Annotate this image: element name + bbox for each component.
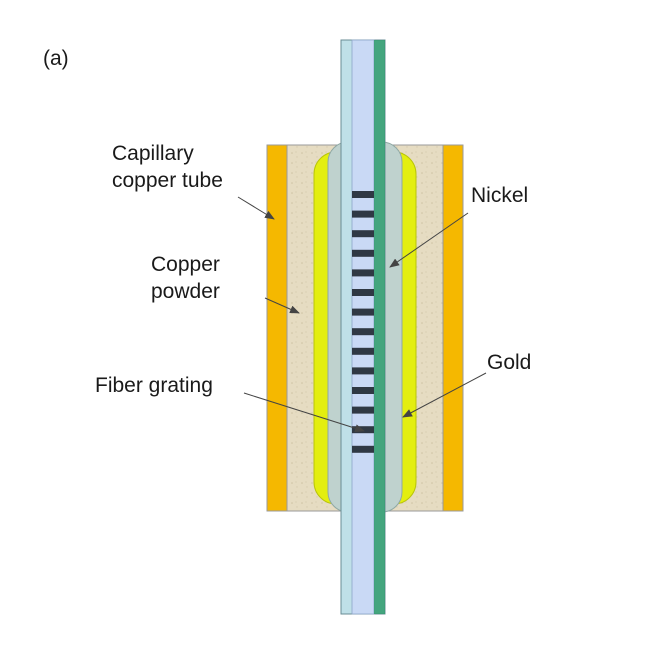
grating-mark xyxy=(352,406,374,414)
grating-mark xyxy=(352,249,374,257)
panel-label: (a) xyxy=(43,47,69,70)
capillary-arrow xyxy=(237,196,275,220)
copper-powder-label-line1: Copper xyxy=(151,253,220,276)
nickel-arrow xyxy=(389,212,469,268)
grating-mark xyxy=(352,445,374,453)
grating-mark xyxy=(352,269,374,277)
grating-mark xyxy=(352,210,374,218)
capillary-tube-left-wall xyxy=(266,144,288,512)
grating-mark xyxy=(352,191,374,198)
grating-mark xyxy=(352,367,374,375)
grating-mark xyxy=(352,426,374,434)
capillary-tube-right-wall xyxy=(442,144,464,512)
fiber-edge xyxy=(374,40,385,614)
gold-arrow xyxy=(402,372,487,418)
capillary-label-line1: Capillary xyxy=(112,142,194,165)
copper-powder-arrow xyxy=(264,297,300,314)
fiber-grating-label: Fiber grating xyxy=(95,374,213,397)
gold-label: Gold xyxy=(487,351,532,374)
capillary-label-line2: copper tube xyxy=(112,169,223,192)
grating-mark xyxy=(352,308,374,316)
grating-mark xyxy=(352,289,374,296)
fiber-core xyxy=(351,39,375,615)
grating-mark xyxy=(352,387,374,394)
fiber-grating-arrow xyxy=(243,392,365,433)
grating-mark xyxy=(352,347,374,355)
grating-mark xyxy=(352,230,374,238)
copper-powder-label-line2: powder xyxy=(151,280,220,303)
nickel-label: Nickel xyxy=(471,184,529,207)
grating-mark xyxy=(352,328,374,336)
